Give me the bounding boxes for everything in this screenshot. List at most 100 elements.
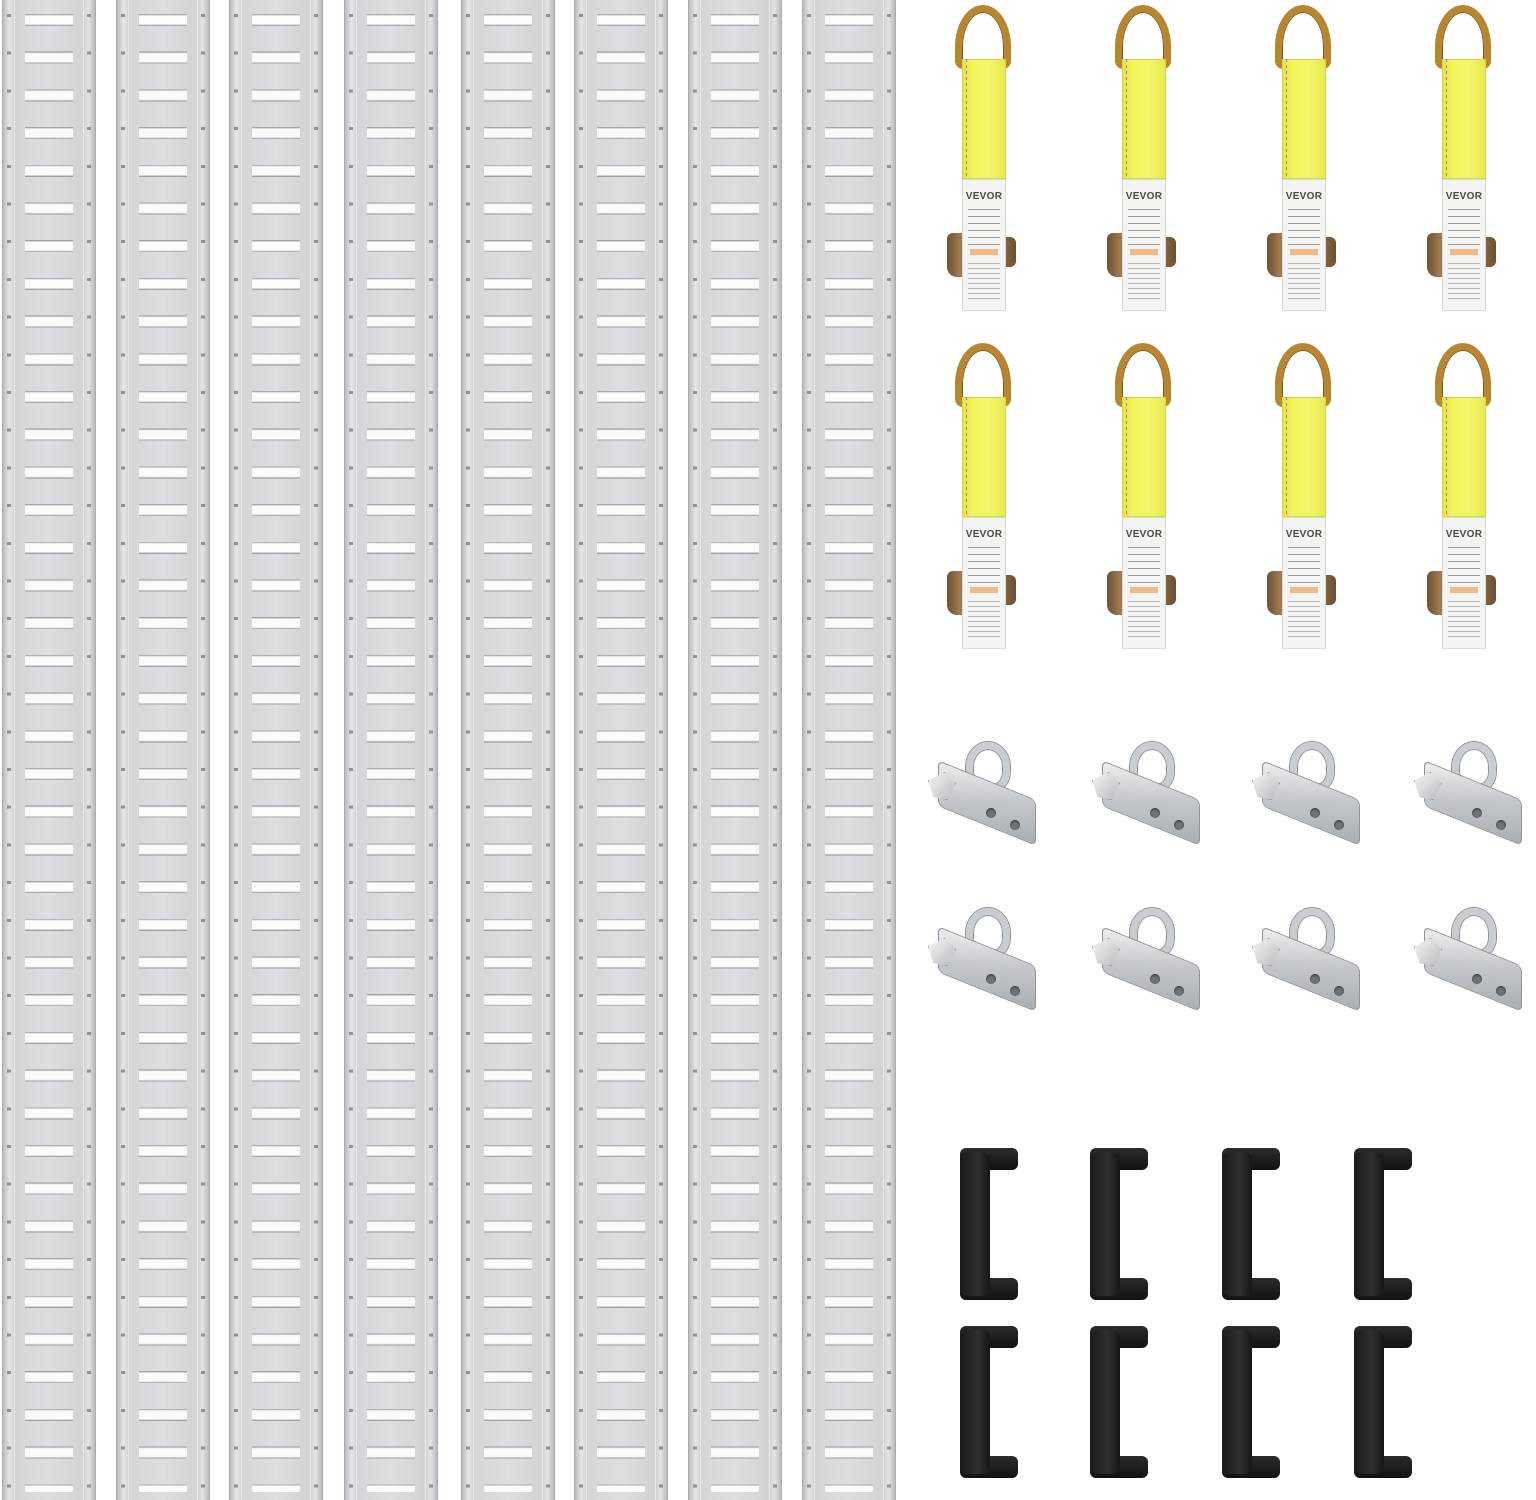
e-track-rail-icon (688, 0, 782, 1500)
cap-opening (1252, 1348, 1280, 1456)
rubber-end-cap-icon (1090, 1148, 1150, 1300)
label-warning-band (1130, 249, 1158, 255)
e-track-rail-icon (2, 0, 96, 1500)
rail-groove (240, 0, 243, 1500)
rubber-end-cap-icon (960, 1326, 1020, 1478)
ratchet-strap-icon: VEVOR (1264, 5, 1344, 311)
label-text-lines (1288, 547, 1320, 587)
e-track-rail-icon (574, 0, 668, 1500)
rail-groove (309, 0, 312, 1500)
e-track-rail-icon (116, 0, 210, 1500)
rail-slots (252, 8, 300, 1492)
o-ring-anchor-icon (1414, 908, 1532, 1012)
label-text-lines (1448, 263, 1480, 303)
rail-groove (13, 0, 16, 1500)
brand-label: VEVOR (1285, 191, 1323, 202)
rail-groove (196, 0, 199, 1500)
rail-groove (424, 0, 427, 1500)
rail-mounting-holes (693, 0, 697, 1500)
label-warning-band (1290, 249, 1318, 255)
label-text-lines (1448, 547, 1480, 587)
cap-spine (1222, 1330, 1252, 1474)
strap-webbing (962, 397, 1006, 517)
label-warning-band (1130, 587, 1158, 593)
ratchet-strap-icon: VEVOR (1104, 343, 1184, 649)
cap-opening (1384, 1170, 1412, 1278)
rail-slots (367, 8, 415, 1492)
rail-mounting-holes (87, 0, 91, 1500)
strap-label: VEVOR (1442, 179, 1486, 311)
anchor-hole (1174, 986, 1184, 996)
brand-label: VEVOR (1125, 191, 1163, 202)
rail-mounting-holes (7, 0, 11, 1500)
rail-mounting-holes (773, 0, 777, 1500)
rail-mounting-holes (201, 0, 205, 1500)
label-text-lines (1288, 263, 1320, 303)
rail-slots (711, 8, 759, 1492)
ratchet-strap-icon: VEVOR (944, 5, 1024, 311)
rail-mounting-holes (121, 0, 125, 1500)
rail-slots (825, 8, 873, 1492)
cap-spine (960, 1330, 990, 1474)
strap-webbing (1122, 397, 1166, 517)
strap-webbing (1282, 59, 1326, 179)
label-warning-band (1450, 587, 1478, 593)
label-text-lines (1448, 601, 1480, 641)
rubber-end-cap-icon (1222, 1148, 1282, 1300)
label-text-lines (1128, 209, 1160, 249)
strap-label: VEVOR (1122, 179, 1166, 311)
rail-mounting-holes (314, 0, 318, 1500)
anchor-hole (1310, 808, 1320, 818)
rail-slots (484, 8, 532, 1492)
o-ring-anchor-icon (1092, 742, 1210, 846)
strap-webbing (1282, 397, 1326, 517)
anchor-hole (986, 808, 996, 818)
strap-label: VEVOR (1282, 517, 1326, 649)
rail-mounting-holes (579, 0, 583, 1500)
e-track-rail-icon (802, 0, 896, 1500)
anchor-hole (1310, 974, 1320, 984)
anchor-hole (986, 974, 996, 984)
e-track-rail-icon (461, 0, 555, 1500)
anchor-hole (1472, 974, 1482, 984)
rail-mounting-holes (887, 0, 891, 1500)
label-warning-band (1290, 587, 1318, 593)
cap-spine (1090, 1152, 1120, 1296)
strap-webbing (962, 59, 1006, 179)
cap-spine (1222, 1152, 1252, 1296)
anchor-hole (1174, 820, 1184, 830)
cap-opening (1120, 1170, 1148, 1278)
label-warning-band (970, 249, 998, 255)
ratchet-strap-icon: VEVOR (944, 343, 1024, 649)
anchor-hole (1010, 820, 1020, 830)
rail-mounting-holes (807, 0, 811, 1500)
label-text-lines (968, 547, 1000, 587)
brand-label: VEVOR (965, 191, 1003, 202)
label-text-lines (968, 263, 1000, 303)
ratchet-strap-icon: VEVOR (1424, 343, 1504, 649)
cap-opening (990, 1348, 1018, 1456)
brand-label: VEVOR (1445, 529, 1483, 540)
rail-mounting-holes (429, 0, 433, 1500)
strap-label: VEVOR (962, 179, 1006, 311)
anchor-hole (1334, 820, 1344, 830)
e-track-rail-icon (344, 0, 438, 1500)
anchor-hole (1334, 986, 1344, 996)
label-text-lines (1128, 601, 1160, 641)
rail-groove (813, 0, 816, 1500)
rail-groove (541, 0, 544, 1500)
rail-groove (654, 0, 657, 1500)
rail-slots (597, 8, 645, 1492)
anchor-hole (1150, 974, 1160, 984)
o-ring-anchor-icon (928, 908, 1046, 1012)
rail-slots (25, 8, 73, 1492)
cap-opening (1252, 1170, 1280, 1278)
o-ring-anchor-icon (1252, 908, 1370, 1012)
label-text-lines (1288, 209, 1320, 249)
rubber-end-cap-icon (1222, 1326, 1282, 1478)
strap-label: VEVOR (962, 517, 1006, 649)
o-ring-anchor-icon (1092, 908, 1210, 1012)
label-text-lines (1288, 601, 1320, 641)
anchor-hole (1496, 986, 1506, 996)
label-text-lines (968, 601, 1000, 641)
